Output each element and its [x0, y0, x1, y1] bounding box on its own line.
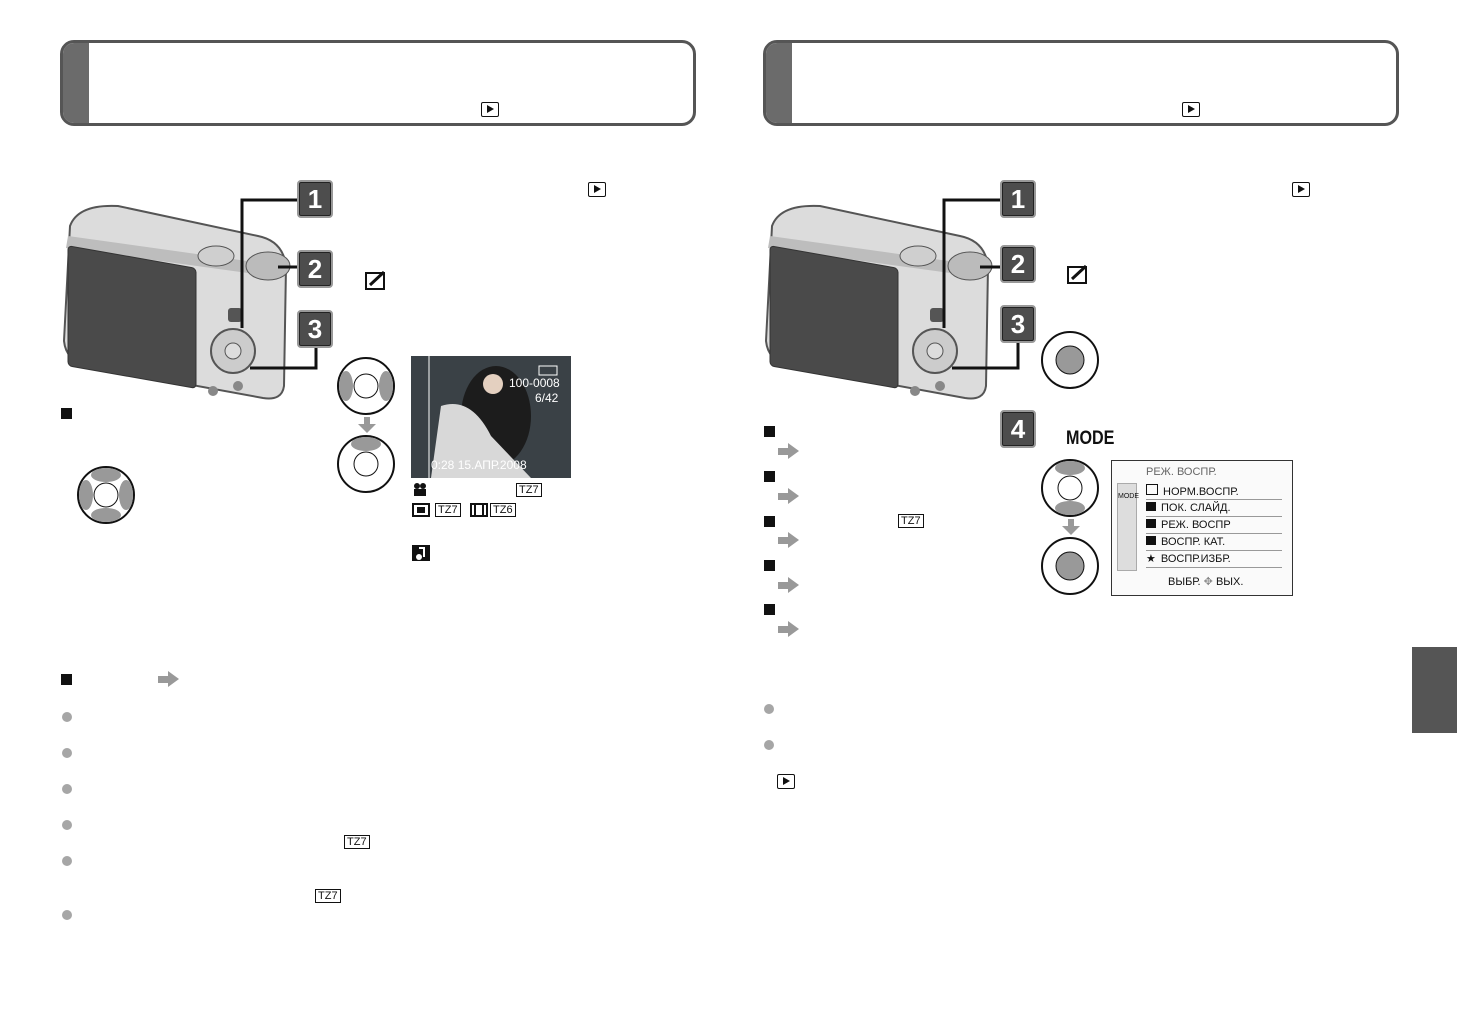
connector-lines: [942, 198, 1020, 370]
lcd-preview: 100-0008 6/42 0:28 15.АПР.2008: [411, 356, 571, 478]
menu-item-label: ВОСПР.ИЗБР.: [1160, 553, 1231, 565]
tz7-tag: TZ7: [898, 514, 924, 528]
down-arrow-icon: [358, 417, 376, 433]
step-badge-3: 3: [1000, 305, 1036, 343]
arrow-right-icon: [778, 621, 800, 637]
control-pad-left-right: [337, 357, 395, 415]
control-pad-left-right: [77, 466, 135, 524]
note-bullet: [62, 784, 72, 794]
lcd-counter: 6/42: [535, 391, 559, 405]
menu-side-tab: [1117, 483, 1137, 571]
edit-icon: [1067, 264, 1088, 284]
music-note-icon: [412, 545, 430, 561]
camera-illustration: [62, 204, 291, 400]
control-pad-up: [337, 435, 395, 493]
playback-icon: [1292, 182, 1310, 197]
menu-item-label: ВОСПР. КАТ.: [1161, 536, 1226, 548]
playback-icon: [777, 774, 795, 789]
menu-footer-exit: ВЫХ.: [1215, 576, 1244, 588]
movie-icon: [414, 483, 426, 496]
arrow-right-icon: [778, 488, 800, 504]
right-title-strip: [766, 43, 792, 123]
camera-illustration: [764, 204, 993, 400]
tz7-tag: TZ7: [435, 503, 461, 517]
step-badge-2: 2: [1000, 245, 1036, 283]
menu-item[interactable]: ★ВОСПР.ИЗБР.: [1146, 552, 1282, 568]
menu-item-label: ПОК. СЛАЙД.: [1161, 502, 1231, 514]
playback-icon: [481, 102, 499, 117]
tz6-tag: TZ6: [490, 503, 516, 517]
lcd-file-number: 100-0008: [509, 376, 560, 390]
note-bullet: [62, 910, 72, 920]
filmstrip-icon: [470, 503, 488, 517]
tz7-tag: TZ7: [344, 835, 370, 849]
section-bullet: [61, 408, 72, 419]
down-arrow-icon: [1062, 519, 1080, 535]
control-pad-up-down: [1041, 459, 1099, 517]
menu-item[interactable]: РЕЖ. ВОСПР: [1146, 518, 1282, 534]
note-bullet: [764, 740, 774, 750]
tz7-tag: TZ7: [315, 889, 341, 903]
menu-footer-select: ВЫБР.: [1168, 576, 1201, 588]
note-bullet: [62, 820, 72, 830]
note-bullet: [62, 748, 72, 758]
arrow-right-icon: [778, 577, 800, 593]
step-badge-2: 2: [297, 250, 333, 288]
arrow-right-icon: [778, 443, 800, 459]
note-bullet: [62, 712, 72, 722]
control-pad-center: [1041, 331, 1099, 389]
playback-mode-menu: MODE РЕЖ. ВОСПР. НОРМ.ВОСПР. ПОК. СЛАЙД.…: [1111, 460, 1293, 596]
menu-item[interactable]: ВОСПР. КАТ.: [1146, 535, 1282, 551]
control-pad-center: [1041, 537, 1099, 595]
right-title-box: [763, 40, 1399, 126]
menu-side-tab-label: MODE: [1118, 493, 1139, 500]
left-title-strip: [63, 43, 89, 123]
menu-item-label: РЕЖ. ВОСПР: [1161, 519, 1231, 531]
lcd-time-date: 0:28 15.АПР.2008: [431, 458, 527, 472]
note-bullet: [62, 856, 72, 866]
section-bullet: [764, 471, 775, 482]
step-badge-1: 1: [1000, 180, 1036, 218]
section-bullet: [764, 604, 775, 615]
tz7-tag: TZ7: [516, 483, 542, 497]
section-bullet: [764, 560, 775, 571]
section-bullet: [764, 426, 775, 437]
arrow-right-icon: [778, 532, 800, 548]
arrow-right-icon: [158, 671, 180, 687]
left-title-box: [60, 40, 696, 126]
menu-item[interactable]: ПОК. СЛАЙД.: [1146, 501, 1282, 517]
step-badge-3: 3: [297, 310, 333, 348]
step-badge-1: 1: [297, 180, 333, 218]
menu-item-label: НОРМ.ВОСПР.: [1163, 486, 1239, 498]
chapter-tab: [1412, 647, 1457, 733]
playback-icon: [588, 182, 606, 197]
mode-label: MODE: [1066, 428, 1115, 449]
playback-icon: [1182, 102, 1200, 117]
menu-title: РЕЖ. ВОСПР.: [1146, 466, 1217, 478]
edit-icon: [365, 270, 386, 290]
note-bullet: [764, 704, 774, 714]
film-icon: [412, 503, 430, 517]
step-badge-4: 4: [1000, 410, 1036, 448]
menu-footer: ВЫБР. ✥ ВЫХ.: [1168, 576, 1244, 588]
section-bullet: [764, 516, 775, 527]
menu-item[interactable]: НОРМ.ВОСПР.: [1146, 484, 1282, 500]
section-bullet: [61, 674, 72, 685]
